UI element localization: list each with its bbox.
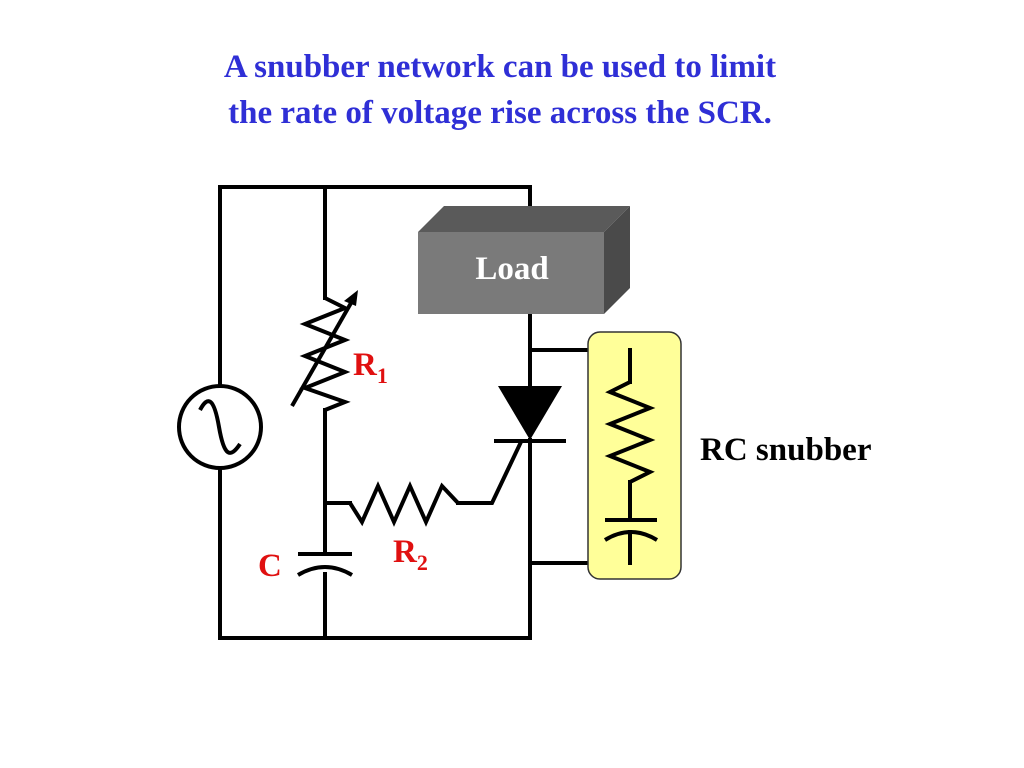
circuit-wires (218, 185, 632, 640)
rc-snubber-label: RC snubber (700, 432, 871, 468)
resistor-icon (348, 481, 460, 527)
r2-label: R2 (393, 534, 428, 575)
load-box: Load (418, 206, 630, 314)
title-line-1: A snubber network can be used to limit (223, 49, 777, 85)
c-label: C (258, 548, 282, 584)
ac-source-icon (177, 384, 263, 470)
load-label: Load (475, 251, 548, 287)
r1-label-subscript: 1 (377, 363, 388, 388)
slide-title: A snubber network can be used to limit t… (0, 44, 1000, 136)
variable-resistor-icon (290, 290, 358, 412)
title-line-2: the rate of voltage rise across the SCR. (228, 95, 772, 131)
r2-label-subscript: 2 (417, 550, 428, 575)
scr-thyristor-icon (494, 386, 566, 443)
r1-label-main: R (353, 347, 378, 383)
r2-label-main: R (393, 534, 418, 570)
r1-label: R1 (353, 347, 388, 388)
capacitor-icon (296, 552, 354, 577)
snubber-resistor-icon (604, 348, 656, 522)
snubber-capacitor-icon (603, 518, 659, 565)
rc-snubber-highlight (587, 331, 682, 580)
